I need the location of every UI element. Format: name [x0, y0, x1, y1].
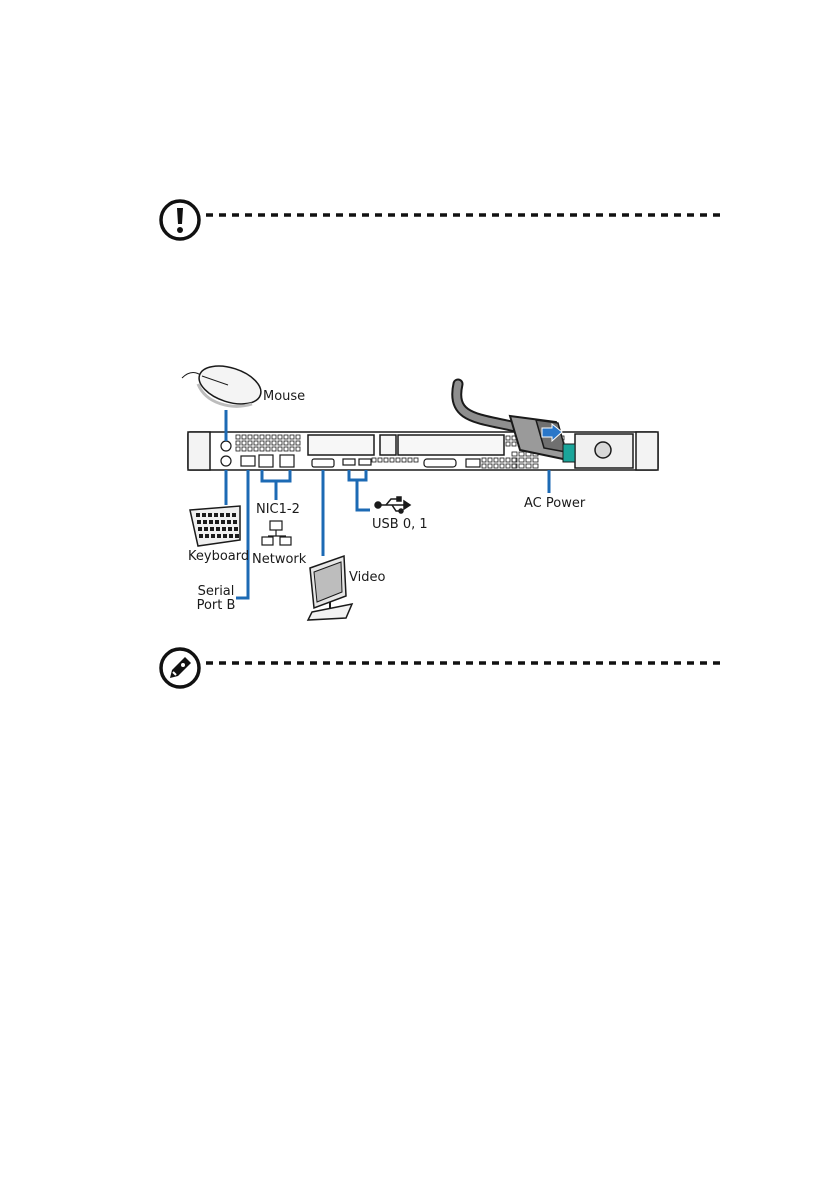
- usb0-port: [343, 459, 355, 465]
- power-cord: [457, 384, 520, 428]
- nic1-port: [259, 455, 273, 467]
- monitor-device: [308, 556, 352, 620]
- keyboard-device: [190, 506, 240, 546]
- mouse-device: [182, 359, 266, 411]
- serial-port: [241, 456, 255, 466]
- serial-label-line2: Port B: [192, 598, 240, 614]
- usb-icon: [375, 497, 410, 513]
- nic-label: NIC1-2: [256, 502, 300, 518]
- network-label: Network: [252, 552, 306, 568]
- ps2-keyboard-port: [221, 456, 231, 466]
- vga-port: [312, 459, 334, 467]
- usb1-port: [359, 459, 371, 465]
- io-connector: [424, 459, 456, 467]
- usb-label: USB 0, 1: [372, 517, 428, 533]
- video-label: Video: [349, 570, 385, 586]
- ac-power-label: AC Power: [524, 496, 585, 512]
- nic2-port: [280, 455, 294, 467]
- server-rear-connection-diagram: [0, 0, 831, 700]
- network-icon: [262, 521, 291, 545]
- mouse-label: Mouse: [263, 389, 305, 405]
- keyboard-label: Keyboard: [188, 549, 249, 565]
- small-port: [466, 459, 480, 467]
- ps2-mouse-port: [221, 441, 231, 451]
